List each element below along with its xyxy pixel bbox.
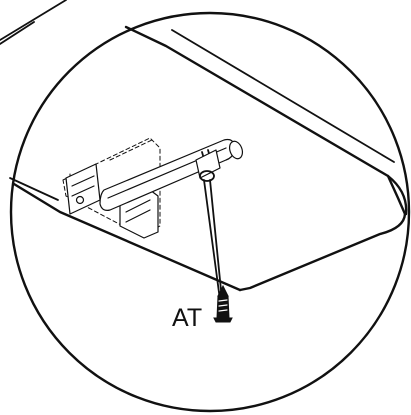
detail-circle (9, 11, 411, 413)
detail-pointer-line (0, 0, 67, 45)
panel-outline (9, 25, 408, 292)
hinge-bracket (62, 137, 161, 239)
hinge-rod (99, 138, 244, 211)
screw-at-icon (213, 284, 233, 323)
hanger-wire (199, 170, 223, 301)
callout-label-at: AT (172, 304, 202, 332)
